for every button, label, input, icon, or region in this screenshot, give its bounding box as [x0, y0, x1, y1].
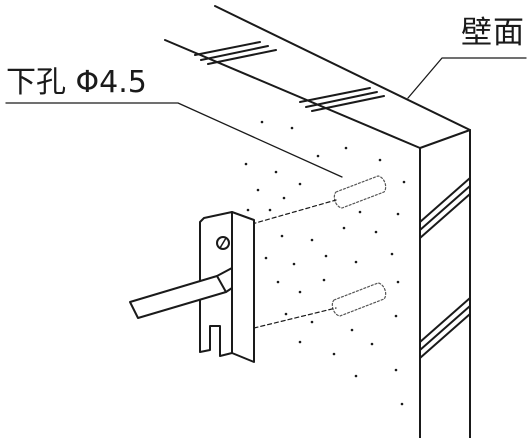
hatch-line: [305, 91, 378, 108]
hatch-line: [194, 41, 261, 56]
wall-texture: [244, 120, 406, 406]
hatch-line: [419, 297, 471, 343]
rod-end: [225, 287, 233, 293]
rod-end: [216, 267, 233, 277]
leader-line-wall: [407, 57, 527, 99]
hatch-line: [207, 49, 277, 65]
wall-back-edge: [214, 5, 471, 131]
hatch-line: [419, 177, 471, 223]
guide-line-lower: [253, 307, 337, 329]
hatch-line: [419, 305, 471, 351]
guide-line-upper: [251, 199, 337, 225]
wall-panel: [164, 5, 471, 438]
bracket-hole-slot: [219, 237, 227, 249]
wall-surface-label: 壁面: [461, 15, 525, 51]
pilot-hole-label: 下孔 Φ4.5: [6, 65, 147, 100]
hatch-line: [200, 45, 269, 61]
hatch-line: [419, 193, 471, 239]
hatch-line: [299, 87, 371, 103]
hatch-line: [419, 185, 471, 231]
wall-anchor-plug-icon: [331, 175, 387, 317]
hatch-line: [311, 95, 385, 112]
leader-line-hole: [5, 102, 343, 178]
rod-icon: [129, 267, 233, 319]
hatch-line: [419, 313, 471, 359]
bracket-side: [231, 211, 255, 363]
